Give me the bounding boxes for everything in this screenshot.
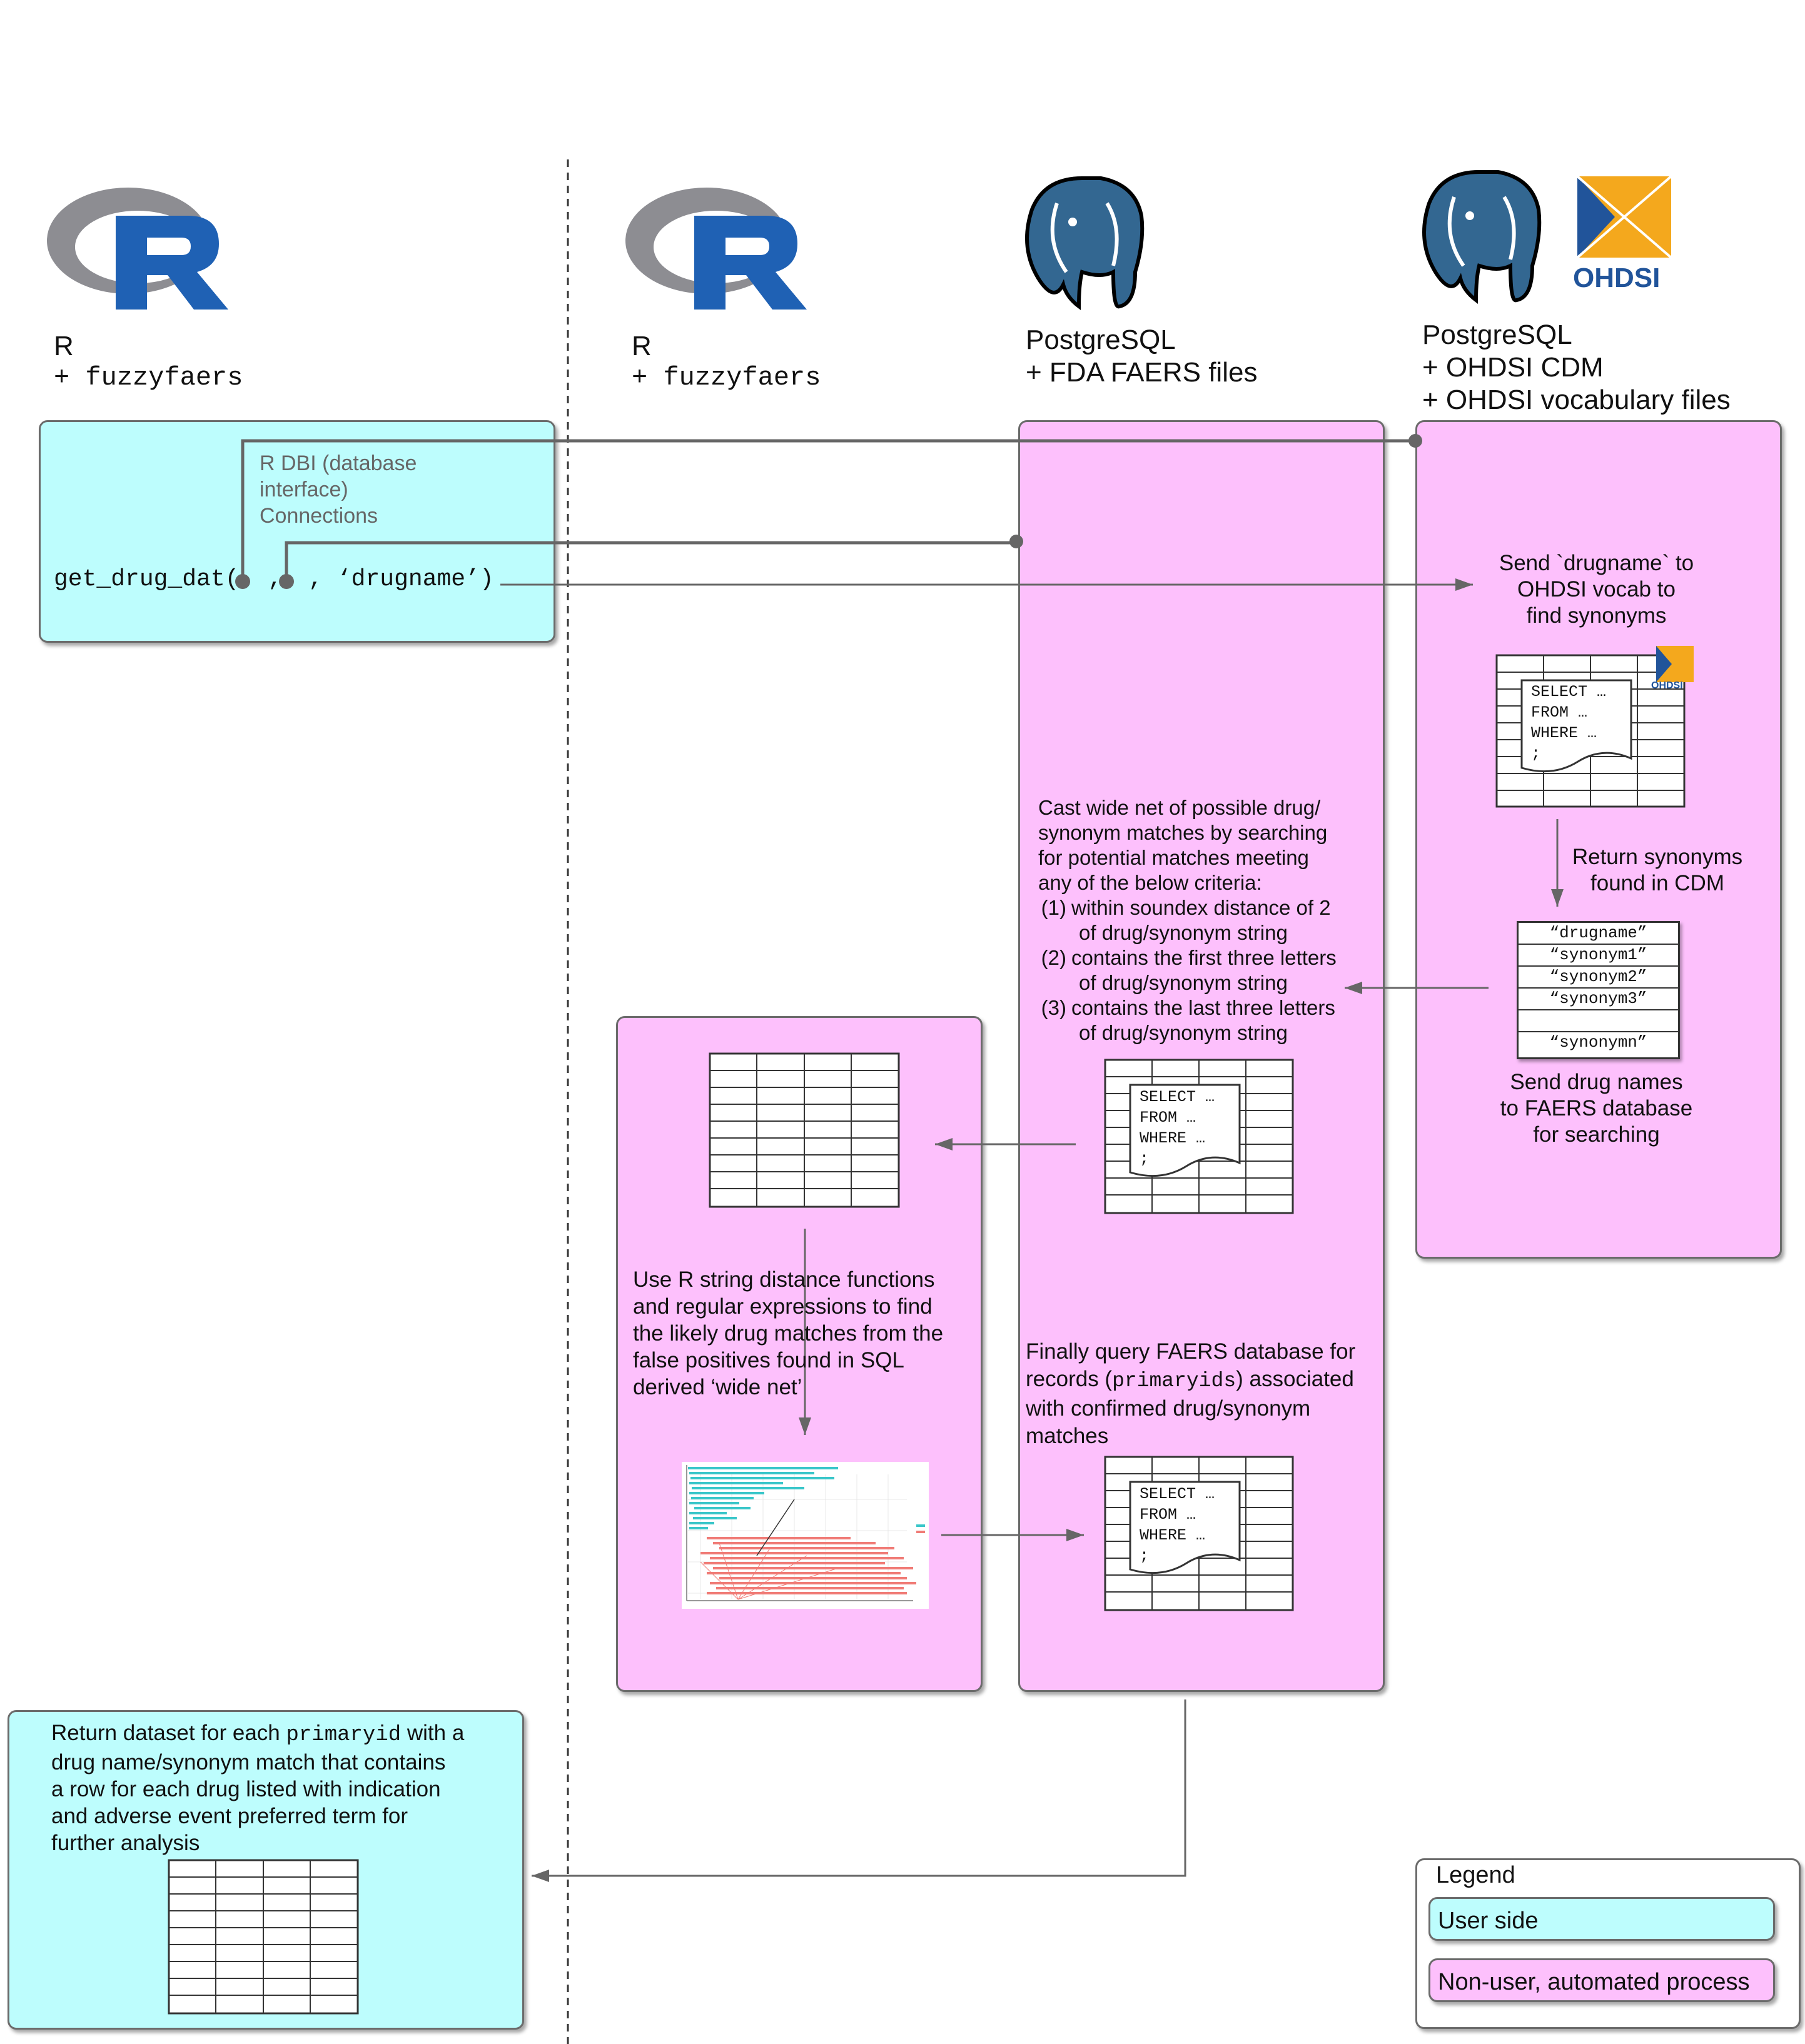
synonym-item: “synonymn”	[1549, 1033, 1647, 1052]
func-comma: ,	[268, 566, 283, 593]
user-fuzzyfaers-label: + fuzzyfaers	[54, 363, 243, 393]
ohdsi-process-box	[1415, 420, 1782, 1259]
synonym-item: “drugname”	[1519, 923, 1678, 945]
synonym-item: “synonym3”	[1519, 989, 1678, 1010]
user-r-label: R	[54, 331, 74, 361]
return-synonyms-text: Return synonyms found in CDM	[1572, 845, 1743, 895]
ohdsi-logo-text: OHDSI	[1573, 263, 1661, 293]
ohdsi-db-line2: + OHDSI CDM	[1422, 352, 1604, 383]
criterion-2: (2)contains the first three letters	[1041, 946, 1337, 969]
criterion-1: (1)within soundex distance of 2	[1041, 896, 1331, 919]
ohdsi-mini-logo-text: OHDSI	[1651, 680, 1683, 691]
wide-net-text: Cast wide net of possible drug/ synonym …	[1038, 796, 1328, 894]
synonym-item: “synonym2”	[1519, 967, 1678, 989]
final-sql-text: SELECT … FROM … WHERE … ;	[1140, 1485, 1215, 1565]
synonym-item	[1519, 1010, 1678, 1032]
legend-user-side: User side	[1428, 1897, 1775, 1941]
func-args: , ‘drugname’)	[308, 566, 494, 593]
faers-sql-text: SELECT … FROM … WHERE … ;	[1140, 1088, 1215, 1168]
criterion-2-detail: of drug/synonym string	[1079, 971, 1288, 994]
server-fuzzyfaers-label: + fuzzyfaers	[632, 363, 821, 393]
legend-automated-process: Non-user, automated process	[1428, 1958, 1775, 2002]
dbi-connections-label: R DBI (database interface) Connections	[260, 451, 417, 528]
ohdsi-db-line3: + OHDSI vocabulary files	[1422, 385, 1731, 415]
legend-title: Legend	[1436, 1862, 1515, 1888]
synonym-item: “synonym1”	[1519, 945, 1678, 967]
r-process-text: Use R string distance functions and regu…	[633, 1267, 944, 1399]
send-to-faers-text: Send drug names to FAERS database for se…	[1500, 1070, 1693, 1147]
get-drug-dat-call: get_drug_dat(, , ‘drugname’)	[54, 566, 494, 593]
criteria-list: (1)within soundex distance of 2 of drug/…	[1038, 895, 1337, 1045]
synonym-list: “drugname” “synonym1” “synonym2” “synony…	[1517, 921, 1680, 1059]
criterion-3-detail: of drug/synonym string	[1079, 1021, 1288, 1044]
func-name: get_drug_dat(	[54, 566, 240, 593]
faers-db-subtitle: + FDA FAERS files	[1026, 357, 1258, 388]
criterion-1-detail: of drug/synonym string	[1079, 921, 1288, 944]
send-drugname-text: Send `drugname` to OHDSI vocab to find s…	[1499, 551, 1694, 628]
return-dataset-text: Return dataset for each primaryid with a…	[51, 1721, 465, 1855]
ohdsi-sql-text: SELECT … FROM … WHERE … ;	[1531, 683, 1607, 763]
criterion-3: (3)contains the last three letters	[1041, 996, 1335, 1019]
faers-db-title: PostgreSQL	[1026, 325, 1176, 355]
ohdsi-db-title: PostgreSQL	[1422, 320, 1572, 350]
server-r-label: R	[632, 331, 652, 361]
final-query-text: Finally query FAERS database for records…	[1026, 1339, 1356, 1448]
